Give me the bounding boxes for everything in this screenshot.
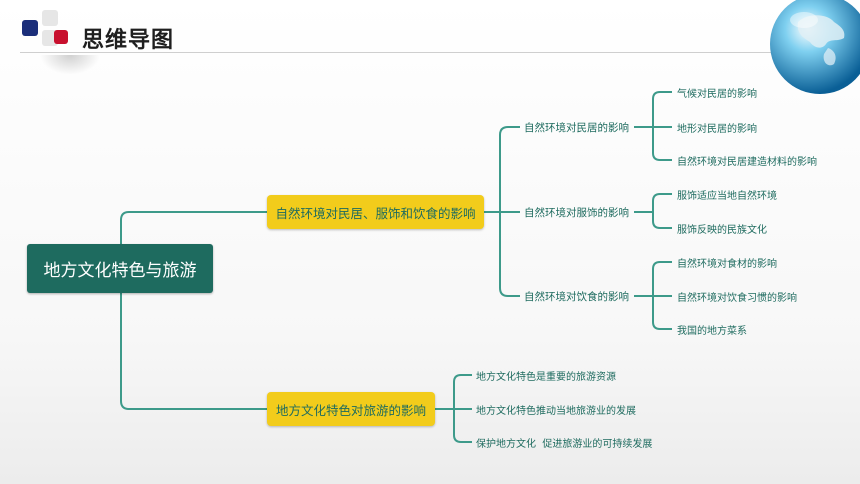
leaf-node: 服饰反映的民族文化 bbox=[677, 225, 767, 236]
globe-icon bbox=[770, 0, 860, 94]
page-title: 思维导图 bbox=[82, 28, 175, 53]
logo-square-red bbox=[54, 30, 68, 44]
branch-node-tourism: 地方文化特色对旅游的影响 bbox=[267, 392, 435, 426]
mindmap-root-node: 地方文化特色与旅游 bbox=[27, 244, 213, 293]
leaf-node: 地方文化特色推动当地旅游业的发展 bbox=[476, 406, 636, 417]
sub-node-clothing: 自然环境对服饰的影响 bbox=[524, 207, 629, 219]
logo-square-blue bbox=[22, 20, 38, 36]
branch-node-environment: 自然环境对民居、服饰和饮食的影响 bbox=[267, 195, 484, 229]
sub-node-diet: 自然环境对饮食的影响 bbox=[524, 291, 629, 303]
leaf-node: 保护地方文化 促进旅游业的可持续发展 bbox=[476, 439, 653, 450]
leaf-node: 自然环境对食材的影响 bbox=[677, 259, 777, 270]
leaf-node: 地形对民居的影响 bbox=[677, 124, 757, 135]
sub-node-dwelling: 自然环境对民居的影响 bbox=[524, 122, 629, 134]
leaf-node: 自然环境对饮食习惯的影响 bbox=[677, 293, 797, 304]
leaf-node: 气候对民居的影响 bbox=[677, 89, 757, 100]
leaf-node: 我国的地方菜系 bbox=[677, 326, 747, 337]
leaf-node: 服饰适应当地自然环境 bbox=[677, 191, 777, 202]
title-shadow bbox=[40, 55, 100, 75]
logo-icon bbox=[18, 10, 70, 50]
title-divider bbox=[20, 52, 860, 53]
logo-square-grey bbox=[42, 10, 58, 26]
leaf-node: 地方文化特色是重要的旅游资源 bbox=[476, 372, 616, 383]
leaf-node: 自然环境对民居建造材料的影响 bbox=[677, 157, 817, 168]
